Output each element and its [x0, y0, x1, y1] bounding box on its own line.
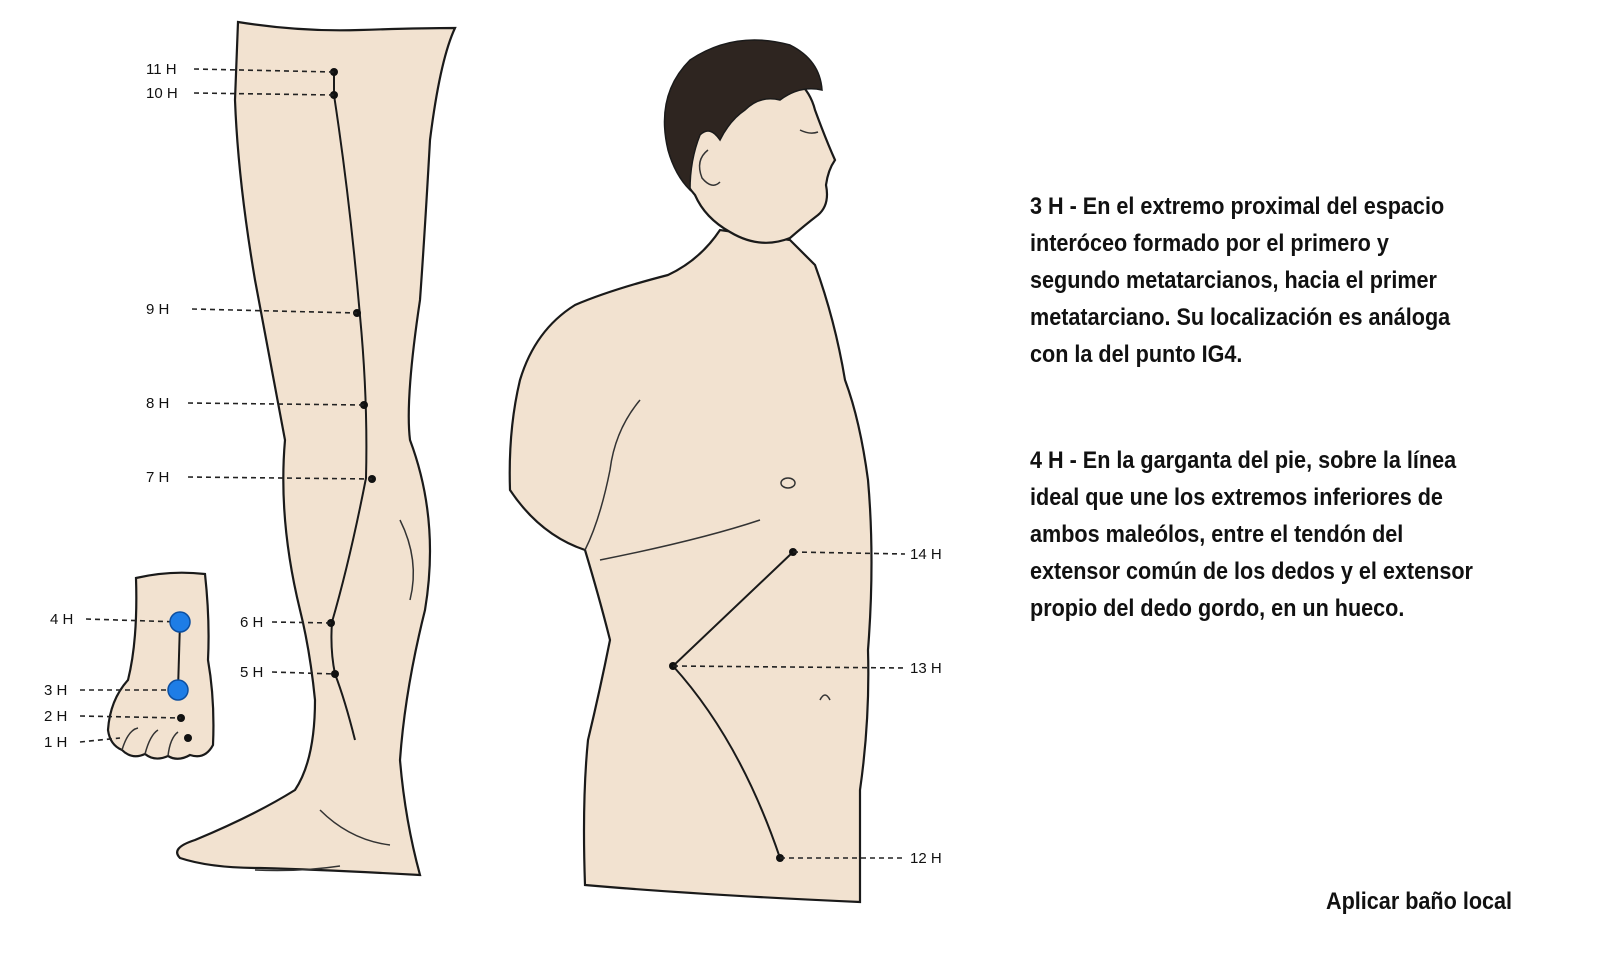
- label-2h: 2 H: [44, 708, 67, 725]
- foot-illustration: 4 H 3 H 2 H 1 H: [44, 571, 215, 760]
- label-7h: 7 H: [146, 469, 169, 486]
- label-11h: 11 H: [146, 61, 177, 78]
- description-4h: 4 H - En la garganta del pie, sobre la l…: [1030, 447, 1473, 622]
- label-4h: 4 H: [50, 611, 73, 628]
- leg-illustration: 11 H 10 H 9 H 8 H 7 H 6 H 5 H: [146, 20, 457, 877]
- label-9h: 9 H: [146, 301, 169, 318]
- description-3h: 3 H - En el extremo proximal del espacio…: [1030, 193, 1451, 368]
- label-13h: 13 H: [910, 660, 942, 677]
- label-12h: 12 H: [910, 850, 942, 867]
- label-1h: 1 H: [44, 734, 67, 751]
- label-8h: 8 H: [146, 395, 169, 412]
- point-3h-marker: [167, 679, 189, 701]
- label-10h: 10 H: [146, 85, 178, 102]
- treatment-note: Aplicar baño local: [1326, 888, 1513, 915]
- torso-illustration: 14 H 13 H 12 H: [508, 39, 942, 904]
- label-14h: 14 H: [910, 546, 942, 563]
- point-4h-marker: [169, 611, 191, 633]
- label-6h: 6 H: [240, 614, 263, 631]
- label-3h: 3 H: [44, 682, 67, 699]
- label-5h: 5 H: [240, 664, 263, 681]
